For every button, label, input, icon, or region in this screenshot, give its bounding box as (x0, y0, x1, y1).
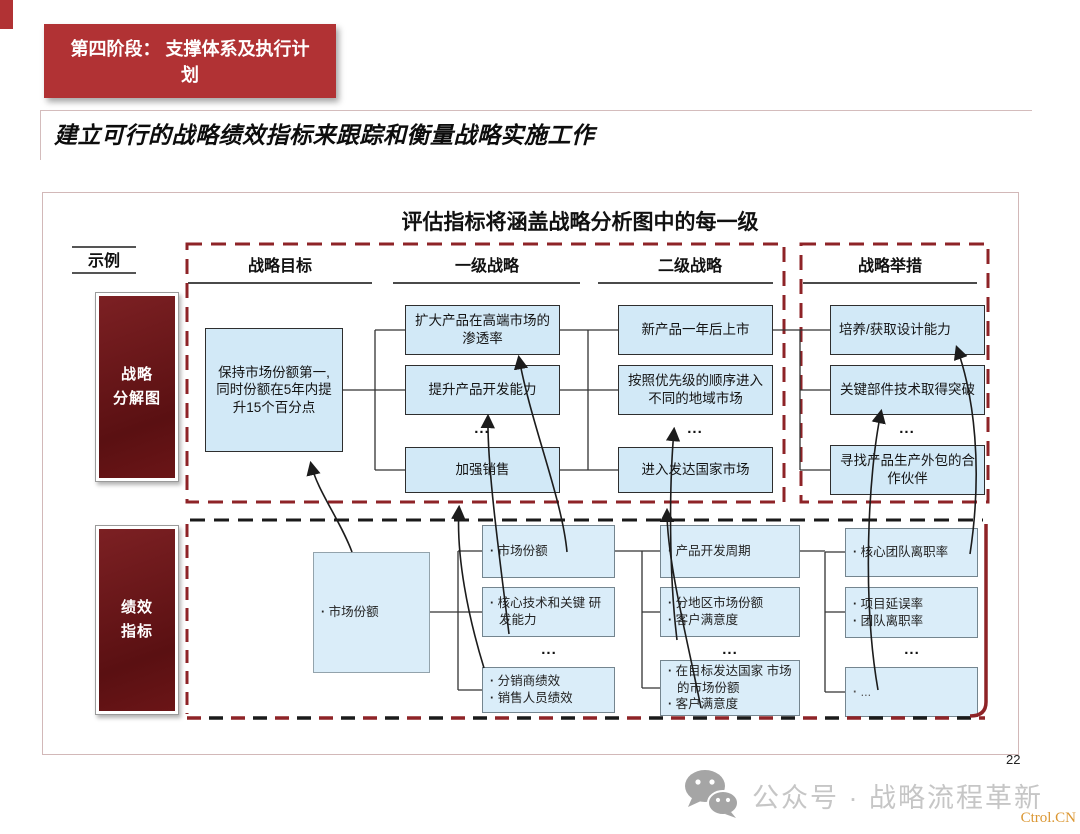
ellipsis: ... (541, 641, 557, 658)
kpi-item: 市场份额 (490, 543, 609, 560)
side-label-kpi: 绩效 指标 (95, 525, 179, 715)
phase-banner: 第四阶段： 支撑体系及执行计 划 (44, 24, 336, 98)
kpi-level1-box-1: 核心技术和关键 研发能力 (482, 587, 615, 637)
kpi-initiative-box-0: 核心团队离职率 (845, 528, 978, 577)
kpi-item: 项目延误率 (853, 596, 972, 613)
kpi-item: 核心技术和关键 研发能力 (490, 595, 609, 629)
kpi-level2-box-1: 分地区市场份额 客户满意度 (660, 587, 800, 637)
page-number: 22 (1006, 752, 1021, 767)
column-header-level2: 二级战略 (657, 258, 722, 275)
site-link: Ctrol.CN (1020, 810, 1076, 826)
kpi-item: 分销商绩效 (490, 673, 609, 690)
map-initiative-box-0: 培养/获取设计能力 (830, 305, 985, 355)
kpi-item: 销售人员绩效 (490, 690, 609, 707)
map-initiative-box-1: 关键部件技术取得突破 (830, 365, 985, 415)
header-underline (393, 282, 580, 284)
map-initiative-box-2: 寻找产品生产外包的合作伙伴 (830, 445, 985, 495)
watermark-text: 公众号 · 战略流程革新 (752, 783, 1043, 813)
map-level2-box-2: 进入发达国家市场 (618, 447, 773, 493)
kpi-level1-box-0: 市场份额 (482, 525, 615, 578)
kpi-level2-box-0: 产品开发周期 (660, 525, 800, 578)
header-underline (188, 282, 372, 284)
map-goal-box: 保持市场份额第一,同时份额在5年内提升15个百分点 (205, 328, 343, 452)
map-level2-box-0: 新产品一年后上市 (618, 305, 773, 355)
kpi-item: 在目标发达国家 市场的市场份额 (668, 663, 794, 697)
kpi-item: 团队离职率 (853, 613, 972, 630)
wechat-icon (685, 770, 739, 818)
kpi-item: 客户满意度 (668, 612, 794, 629)
corner-accent-strip (0, 0, 13, 29)
ellipsis: ... (474, 420, 490, 437)
kpi-goal-box: 市场份额 (313, 552, 430, 673)
kpi-item: 核心团队离职率 (853, 544, 972, 561)
slide-title: 建立可行的战略绩效指标来跟踪和衡量战略实施工作 (54, 122, 595, 148)
column-header-level1: 一级战略 (454, 258, 519, 275)
title-rule (40, 110, 1032, 160)
side-label-text: 战略 (120, 366, 153, 383)
kpi-item: 分地区市场份额 (668, 595, 794, 612)
map-level1-box-0: 扩大产品在高端市场的渗透率 (405, 305, 560, 355)
phase-banner-line1: 第四阶段： 支撑体系及执行计 (70, 39, 310, 59)
header-underline (598, 282, 773, 284)
header-underline (803, 282, 977, 284)
kpi-item: 产品开发周期 (668, 543, 794, 560)
kpi-level1-box-2: 分销商绩效 销售人员绩效 (482, 667, 615, 713)
example-label: 示例 (72, 246, 136, 274)
kpi-item: 客户满意度 (668, 696, 794, 713)
ellipsis: ... (722, 641, 738, 658)
ellipsis: ... (904, 641, 920, 658)
kpi-item: 市场份额 (321, 604, 424, 621)
side-label-strategy-map: 战略 分解图 (95, 292, 179, 482)
map-level1-box-1: 提升产品开发能力 (405, 365, 560, 415)
kpi-level2-box-2: 在目标发达国家 市场的市场份额 客户满意度 (660, 660, 800, 716)
side-label-text: 分解图 (112, 390, 161, 407)
map-level1-box-2: 加强销售 (405, 447, 560, 493)
column-header-goal: 战略目标 (247, 258, 312, 275)
column-header-initiatives: 战略举措 (857, 258, 922, 275)
phase-banner-line2: 划 (181, 65, 199, 86)
ellipsis: ... (687, 420, 703, 437)
kpi-initiative-box-2: ... (845, 667, 978, 717)
kpi-initiative-box-1: 项目延误率 团队离职率 (845, 587, 978, 638)
side-label-text: 绩效 (120, 599, 153, 616)
map-level2-box-1: 按照优先级的顺序进入不同的地域市场 (618, 365, 773, 415)
diagram-title: 评估指标将涵盖战略分析图中的每一级 (401, 211, 759, 234)
kpi-item: ... (853, 684, 972, 701)
ellipsis: ... (899, 420, 915, 437)
side-label-text: 指标 (120, 623, 153, 640)
